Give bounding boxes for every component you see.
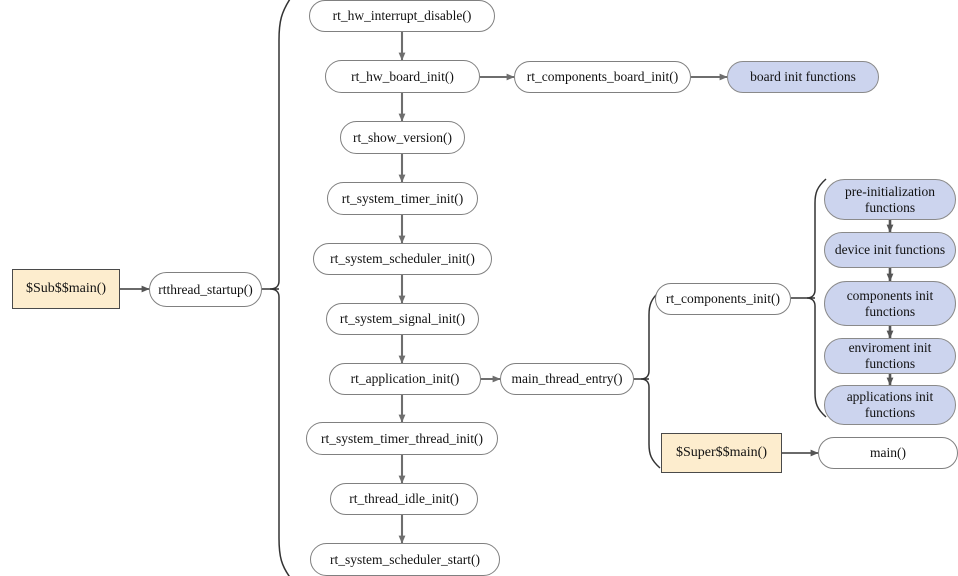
node-rt-system-scheduler-start[interactable]: rt_system_scheduler_start()	[310, 543, 500, 576]
brace-components-init	[791, 178, 827, 418]
node-main-thread-entry[interactable]: main_thread_entry()	[500, 363, 634, 395]
node-rt-show-version[interactable]: rt_show_version()	[340, 121, 465, 154]
node-rt-components-board-init[interactable]: rt_components_board_init()	[514, 61, 691, 93]
node-rt-hw-board-init[interactable]: rt_hw_board_init()	[325, 60, 480, 93]
brace-main-thread-entry	[634, 290, 661, 469]
node-rt-system-signal-init[interactable]: rt_system_signal_init()	[326, 303, 479, 335]
node-rtthread-startup[interactable]: rtthread_startup()	[149, 272, 262, 307]
node-components-init-functions[interactable]: components init functions	[824, 281, 956, 326]
node-applications-init-functions[interactable]: applications init functions	[824, 385, 956, 425]
node-rt-system-scheduler-init[interactable]: rt_system_scheduler_init()	[313, 243, 492, 275]
node-rt-system-timer-init[interactable]: rt_system_timer_init()	[327, 182, 478, 215]
node-rt-hw-interrupt-disable[interactable]: rt_hw_interrupt_disable()	[309, 0, 495, 32]
node-main[interactable]: main()	[818, 437, 958, 469]
node-rt-system-timer-thread-init[interactable]: rt_system_timer_thread_init()	[306, 422, 498, 455]
node-board-init-functions[interactable]: board init functions	[727, 61, 879, 93]
node-enviroment-init-functions[interactable]: enviroment init functions	[824, 338, 956, 374]
node-rt-components-init[interactable]: rt_components_init()	[655, 283, 791, 315]
node-sub-main[interactable]: $Sub$$main()	[12, 269, 120, 309]
node-rt-application-init[interactable]: rt_application_init()	[329, 363, 481, 395]
node-pre-initialization-functions[interactable]: pre-initialization functions	[824, 179, 956, 220]
branch-arrows	[480, 73, 728, 383]
node-rt-thread-idle-init[interactable]: rt_thread_idle_init()	[330, 483, 478, 515]
brace-startup	[262, 0, 291, 576]
node-device-init-functions[interactable]: device init functions	[824, 232, 956, 268]
node-super-main[interactable]: $Super$$main()	[661, 433, 782, 473]
